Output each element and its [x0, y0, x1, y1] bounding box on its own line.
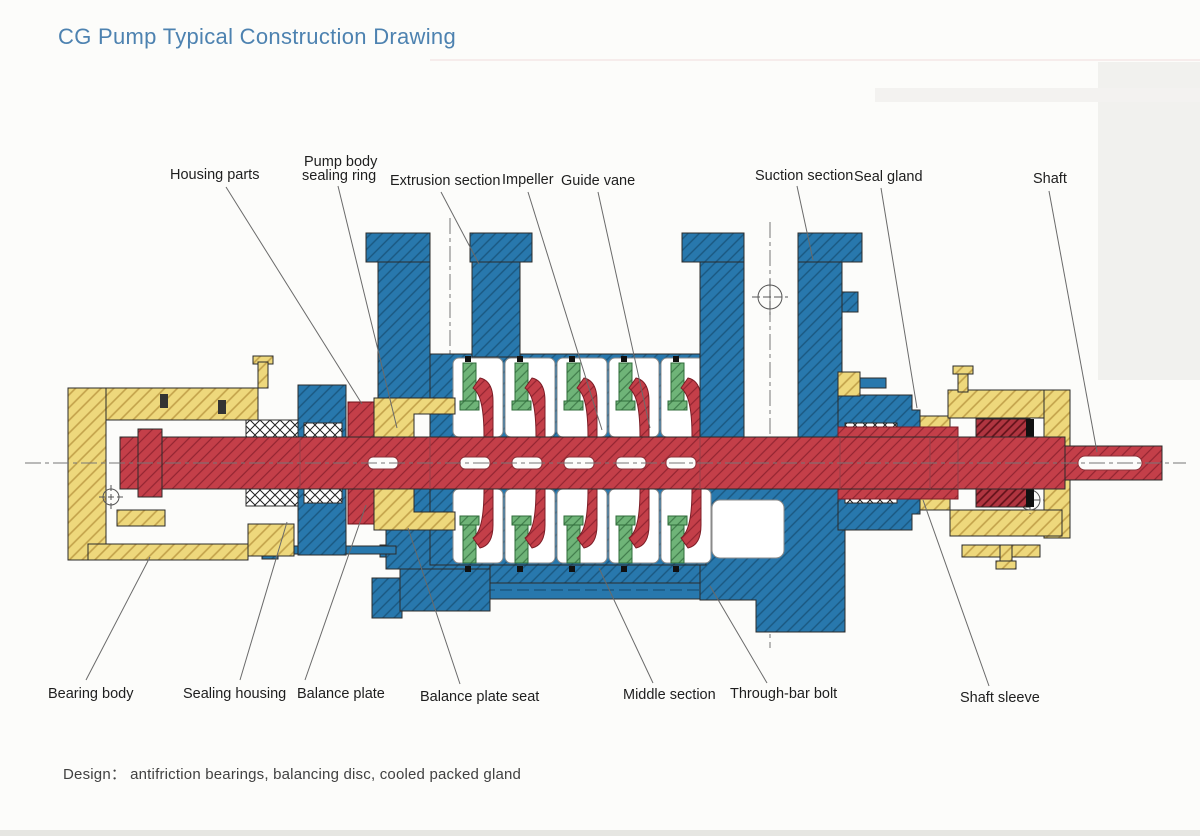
label-extrusion-section: Extrusion section	[390, 173, 500, 189]
label-guide-vane: Guide vane	[561, 173, 635, 189]
label-sealing-housing: Sealing housing	[183, 686, 286, 702]
label-housing-parts: Housing parts	[170, 167, 259, 183]
leader-shaft	[1048, 190, 1098, 453]
leader-guide-vane	[597, 191, 651, 429]
label-middle-section: Middle section	[623, 687, 716, 703]
leader-shaft-sleeve	[922, 499, 990, 687]
bearing-body-right-part	[947, 365, 1071, 570]
label-through-bar-bolt: Through-bar bolt	[730, 686, 837, 702]
leader-through-bar-bolt	[709, 585, 768, 684]
leader-pump-body-sealing-ring	[337, 185, 398, 429]
label-bearing-body: Bearing body	[48, 686, 134, 702]
leader-balance-plate	[304, 504, 367, 681]
bearing-center-mark-icon	[99, 485, 123, 509]
leader-housing-parts	[225, 186, 363, 405]
label-pump-body-sealing-ring-line2: sealing ring	[302, 168, 376, 184]
leader-seal-gland	[880, 187, 918, 409]
label-balance-plate-seat: Balance plate seat	[420, 689, 539, 705]
leader-lines	[85, 185, 1098, 687]
label-shaft-sleeve: Shaft sleeve	[960, 690, 1040, 706]
bearing-body-left-part	[67, 355, 295, 561]
design-note-label: Design：	[63, 766, 127, 783]
label-seal-gland: Seal gland	[854, 169, 923, 185]
label-shaft: Shaft	[1033, 171, 1067, 187]
leader-bearing-body	[85, 556, 151, 681]
label-balance-plate: Balance plate	[297, 686, 385, 702]
leader-extrusion-section	[440, 191, 480, 265]
leader-middle-section	[598, 567, 654, 684]
suction-section-part	[681, 232, 863, 438]
antifriction-bearing-right	[975, 418, 1034, 508]
antifriction-bearing-left	[245, 419, 303, 507]
design-note: Design：antifriction bearings, balancing …	[63, 763, 521, 784]
label-impeller: Impeller	[502, 172, 554, 188]
leader-suction-section	[796, 185, 814, 261]
sealing-housing-part	[297, 384, 347, 556]
leader-balance-plate-seat	[407, 527, 461, 685]
label-suction-section: Suction section	[755, 168, 853, 184]
suction-lower-body	[699, 488, 846, 633]
extrusion-section-part	[365, 232, 533, 403]
suction-center-mark-icon	[752, 279, 788, 315]
part-labels: Housing parts Pump body sealing ring Ext…	[48, 154, 1067, 706]
leader-sealing-housing	[239, 521, 288, 681]
leader-impeller	[527, 191, 603, 431]
shaft-keyways	[367, 455, 1143, 471]
scan-artifacts	[0, 59, 1200, 836]
design-note-text: antifriction bearings, balancing disc, c…	[130, 766, 522, 783]
page-title: CG Pump Typical Construction Drawing	[58, 24, 456, 49]
label-pump-body-sealing-ring-line1: Pump body	[304, 154, 378, 170]
